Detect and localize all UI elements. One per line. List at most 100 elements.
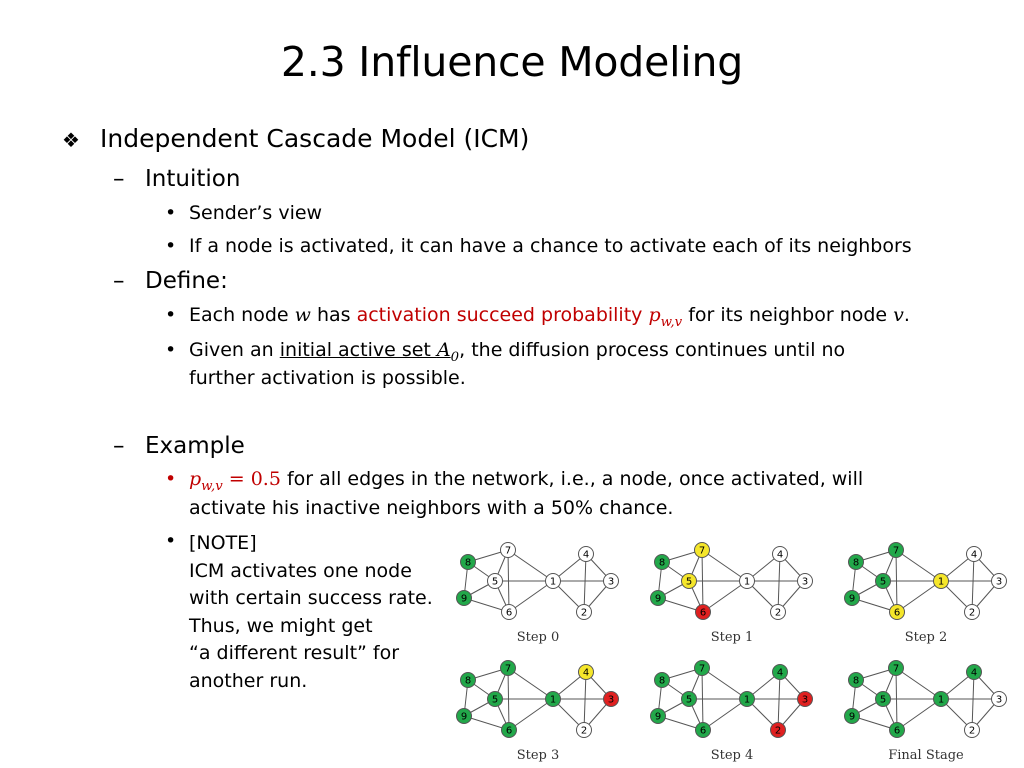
graph-caption: Step 2: [905, 630, 948, 645]
graph-node: [739, 573, 755, 589]
graph-node: [991, 691, 1007, 707]
graph-node: [545, 573, 561, 589]
note-block: [NOTE] ICM activates one node with certa…: [189, 530, 433, 695]
graph-node-label: 9: [461, 594, 467, 605]
graph-caption: Step 1: [711, 630, 754, 645]
graph-node-label: 8: [659, 558, 665, 569]
graph-node-label: 8: [465, 676, 471, 687]
graph-node-label: 6: [506, 726, 512, 737]
graph-edge: [896, 698, 942, 731]
graph-node-label: 8: [465, 558, 471, 569]
graph-node-label: 4: [583, 668, 589, 679]
graph-node-label: 2: [969, 726, 975, 737]
graph-node-label: 1: [744, 577, 750, 588]
graph-edge: [583, 553, 587, 613]
graph-node-label: 5: [492, 695, 498, 706]
graph-node: [875, 691, 891, 707]
dot-bullet: •: [165, 530, 177, 552]
graph-node-label: 2: [581, 608, 587, 619]
graph-node: [797, 573, 813, 589]
graph-node: [603, 573, 619, 589]
define-item-continuation: further activation is possible.: [189, 367, 466, 389]
graph-node: [501, 722, 517, 738]
graph-edge: [701, 549, 704, 613]
graph-node: [888, 542, 904, 558]
graph-edge: [508, 698, 554, 731]
math-symbol: A: [436, 339, 451, 361]
note-line: with certain success rate.: [189, 587, 433, 609]
math-subscript: w,v: [201, 478, 223, 494]
define-item: • Given an initial active set A0, the di…: [165, 339, 845, 365]
graph-node: [888, 660, 904, 676]
graph-node: [501, 604, 517, 620]
graph-edge: [777, 671, 781, 731]
graph-node-label: 4: [971, 668, 977, 679]
graph-node: [650, 590, 666, 606]
graph-node: [770, 604, 786, 620]
graph-node-label: 2: [775, 726, 781, 737]
graph-node: [500, 542, 516, 558]
note-line: “a different result” for: [189, 642, 400, 664]
graph-node: [772, 664, 788, 680]
graph-node: [966, 546, 982, 562]
dot-bullet: •: [165, 304, 177, 326]
graph-node-label: 5: [492, 577, 498, 588]
graph-node: [576, 722, 592, 738]
graph-node: [933, 573, 949, 589]
math-subscript: 0: [450, 349, 460, 365]
graph-node: [576, 604, 592, 620]
graph-caption: Step 3: [517, 748, 560, 763]
graph-node: [487, 573, 503, 589]
math-symbol: p: [648, 304, 661, 326]
dot-bullet: •: [165, 202, 177, 224]
math-symbol: p: [189, 468, 202, 490]
graph-edge: [701, 549, 748, 582]
define-bullet: –Define:: [113, 268, 228, 294]
text-run: Given an: [189, 339, 280, 361]
note-line: Thus, we might get: [189, 614, 373, 637]
graph-node-label: 1: [550, 577, 556, 588]
graph-node: [694, 660, 710, 676]
graph-node: [694, 542, 710, 558]
highlight-text: activation succeed probability: [356, 304, 649, 326]
math-equation: = 0.5: [222, 468, 281, 490]
graph-node: [695, 722, 711, 738]
graph-edge: [971, 553, 975, 613]
graph-node-label: 9: [461, 712, 467, 723]
graph-node-label: 7: [505, 664, 511, 675]
graph-node: [681, 691, 697, 707]
dot-bullet: •: [165, 339, 177, 361]
text-run: has: [310, 304, 357, 326]
graph-node-label: 9: [849, 594, 855, 605]
dot-bullet: •: [165, 235, 177, 257]
graph-node-label: 1: [938, 577, 944, 588]
graph-caption: Step 0: [517, 630, 560, 645]
graph-node: [578, 664, 594, 680]
graph-node-label: 9: [849, 712, 855, 723]
graph-node-label: 1: [938, 695, 944, 706]
graph-node-label: 1: [550, 695, 556, 706]
graph-node-label: 6: [700, 608, 706, 619]
graph-node: [848, 554, 864, 570]
intuition-bullet: –Intuition: [113, 166, 240, 192]
graph-edge: [895, 549, 942, 582]
icm-heading: Independent Cascade Model (ICM): [100, 124, 530, 153]
graph-node: [460, 554, 476, 570]
graph-node-label: 9: [655, 712, 661, 723]
graph-node-label: 8: [853, 676, 859, 687]
graph-node: [654, 672, 670, 688]
math-v: v: [893, 304, 904, 326]
slide-title: 2.3 Influence Modeling: [280, 38, 744, 86]
example-item: • pw,v = 0.5 for all edges in the networ…: [165, 468, 863, 494]
note-line: [NOTE]: [189, 532, 257, 554]
graph-node: [695, 604, 711, 620]
math-a0: A0: [436, 339, 459, 365]
graph-node-label: 7: [699, 546, 705, 557]
graph-node-label: 7: [893, 546, 899, 557]
graph-node: [456, 590, 472, 606]
graph-node-label: 4: [583, 550, 589, 561]
define-item-text: Given an initial active set A0, the diff…: [189, 339, 845, 365]
graph-node-label: 5: [686, 695, 692, 706]
